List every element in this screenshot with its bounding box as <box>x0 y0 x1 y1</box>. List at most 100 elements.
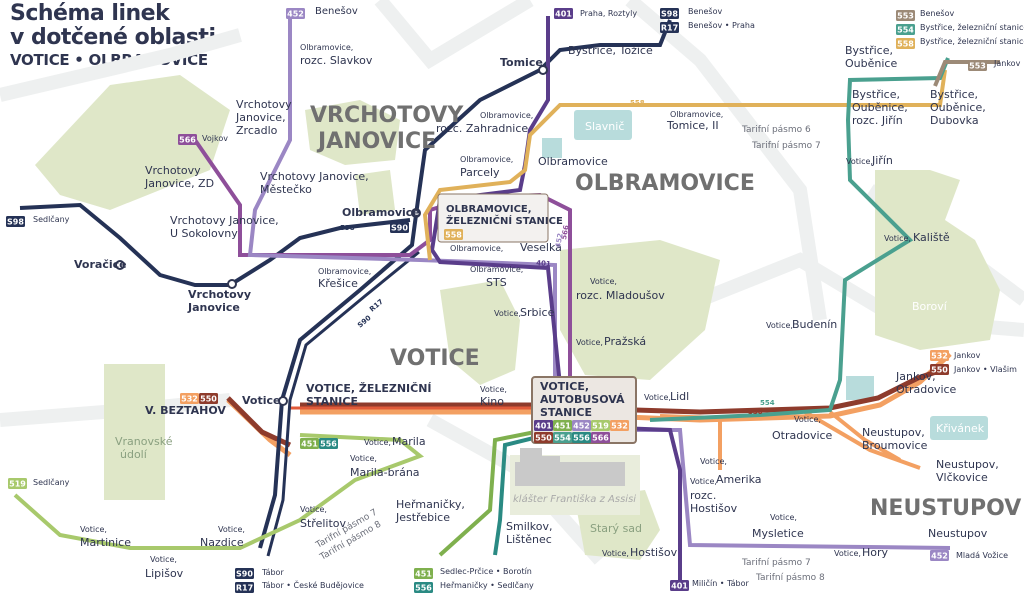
route-lines <box>13 16 1000 580</box>
line-519 <box>13 433 425 550</box>
forest-area-vj-town <box>305 100 400 165</box>
stop-tomice: Tomice <box>500 56 543 69</box>
stop-olbr-sts-small: Olbramovice, <box>470 265 523 274</box>
badge-b598-left: S98 <box>7 218 24 227</box>
stop-votice-martinice-small: Votice, <box>80 525 107 534</box>
badge-b590-olbr-bg <box>390 222 409 233</box>
stop-olbr-sts: STS <box>486 276 507 289</box>
stop-tomice-ii-small: Olbramovice, <box>670 110 723 119</box>
stop-votice-kino: Kino <box>480 395 504 408</box>
minor-area-labels: Slavnič Boroví Křivánek Vranovské údolí … <box>115 120 985 535</box>
map-title: Schéma linek v dotčené oblasti VOTICE • … <box>10 2 216 70</box>
badge-b590-olbr: S90 <box>391 224 408 233</box>
stop-tomice-ii: Tomice, II <box>666 119 719 132</box>
stop-pasmo6a: Tarifní pásmo 6 <box>741 125 811 135</box>
badge-b401-top: 401 <box>555 10 572 19</box>
badge-b590-bottom-bg <box>235 568 254 579</box>
stop-votice-marila: Marila <box>392 435 426 448</box>
stop-votice-hostisov: Hostišov <box>630 546 678 559</box>
stop-olbr-zel-stanice: OLBRAMOVICE,ŽELEZNIČNÍ STANICE <box>446 204 563 227</box>
stop-votice-otradovice: Otradovice <box>772 429 833 442</box>
badge-bs554-bg <box>553 432 572 443</box>
badge-bs519: 519 <box>592 422 609 431</box>
line-598 <box>19 202 411 287</box>
forest-area-vranovske <box>104 364 165 500</box>
stop-olbr-slavkov-small: Olbramovice, <box>300 43 353 52</box>
stop-olbr-parcely: Parcely <box>460 166 500 179</box>
route-label-l598-a: 598 <box>340 224 355 232</box>
badge-b558-leg-bg <box>896 38 915 49</box>
stop-votice-budenin-small: Votice, <box>766 321 793 330</box>
badge-b550-right: 550 <box>931 366 948 375</box>
badge-b17-top-bg <box>660 22 679 33</box>
line-451 <box>438 426 556 557</box>
pond-krivanek <box>930 416 988 440</box>
stop-votice-amerika: Amerika <box>716 473 762 486</box>
badge-b519-left-bg <box>8 478 27 489</box>
badge-b598-left-bg <box>6 216 25 227</box>
stop-sedlcany-reice-borotin: Sedlec-Prčice • Borotín <box>440 566 532 576</box>
badge-b556-marila-bg <box>319 438 338 449</box>
stop-votice-mladousov: rozc. Mladoušov <box>576 289 665 302</box>
badge-b598-top: S98 <box>661 10 678 19</box>
stop-votice-hostisov-rozc: rozc.Hostišov <box>690 489 738 515</box>
stop-votice-amerika-small: Votice, <box>700 457 727 466</box>
stop-votice-mysletice: Mysletice <box>752 527 804 540</box>
stop-votice-nazdice: Nazdice <box>200 536 244 549</box>
badge-b17-bottom-bg <box>235 582 254 593</box>
stop-jankov-553: Jankov <box>993 59 1021 68</box>
area-labels: VRCHOTOVY JANOVICE OLBRAMOVICE VOTICE NE… <box>310 103 1021 521</box>
badge-bs452-bg <box>572 420 591 431</box>
stop-bystrice-tozice: Bystřice, Tožice <box>568 44 653 57</box>
station-markers <box>115 65 548 406</box>
badge-bs556-bg <box>572 432 591 443</box>
stop-votice-lipisov-small: Votice, <box>150 555 177 564</box>
stop-votice-otradovice-small: Votice, <box>794 415 821 424</box>
badge-b451-marila: 451 <box>301 440 318 449</box>
badge-b566-left: 566 <box>179 136 196 145</box>
stop-olbr-krese-small: Olbramovice, <box>318 267 371 276</box>
badge-b532-right: 532 <box>931 352 948 361</box>
badge-bs532: 532 <box>611 422 628 431</box>
area-label-vj-2: JANOVICE <box>316 129 436 154</box>
stop-votice-jirin: Jiřín <box>871 154 893 167</box>
area-label-olbramovice: OLBRAMOVICE <box>575 171 755 196</box>
badge-bs532-bg <box>610 420 629 431</box>
stop-milcin-tabor: Miličín • Tábor <box>692 578 750 588</box>
badge-b17-bottom: R17 <box>236 584 253 593</box>
stop-votice-hory-small: Votice, <box>834 549 861 558</box>
stop-jankov-vlasim: Jankov • Vlašim <box>953 364 1017 374</box>
badge-b553-jankov: 553 <box>969 62 986 71</box>
route-label-l17-a: R17 <box>368 298 385 314</box>
stop-votice-lidl-small: Votice, <box>644 393 671 402</box>
stop-jankov-532: Jankov <box>953 351 981 360</box>
stop-olbr-parcely-small: Olbramovice, <box>460 155 513 164</box>
stop-votice-lipisov: Lipišov <box>145 567 184 580</box>
stop-votice-station: Votice <box>242 394 280 407</box>
forest-area-votice-north <box>440 280 520 385</box>
pond-east <box>846 376 874 400</box>
area-label-vj-1: VRCHOTOVY <box>310 103 464 128</box>
stop-votice-martinice: Martinice <box>80 536 131 549</box>
stop-legend-554: Bystřice, železniční stanice <box>920 22 1024 32</box>
stop-votice-prazska: Pražská <box>604 335 646 348</box>
stop-votice-marila-small: Votice, <box>364 438 391 447</box>
stop-sedlcany-519: Sedlčany <box>33 477 70 487</box>
stop-v-beztahov: V. BEZTAHOV <box>145 404 226 417</box>
stop-votice-kaliste-small: Votice, <box>884 234 911 243</box>
stop-votice-strelitov: Střelitov <box>300 517 346 530</box>
badge-b519-left: 519 <box>9 480 26 489</box>
badge-bs554: 554 <box>554 434 571 443</box>
badge-bs451-bg <box>553 420 572 431</box>
badge-b401-top-bg <box>554 8 573 19</box>
stop-tabor-s90: Tábor <box>261 568 284 577</box>
badge-bs452: 452 <box>573 422 590 431</box>
badge-b401-bottom-bg <box>670 580 689 591</box>
badge-bs451: 451 <box>554 422 571 431</box>
badge-b556-marila: 556 <box>320 440 337 449</box>
line-554 <box>649 57 950 422</box>
badge-b590-bottom: S90 <box>236 570 253 579</box>
badge-b550-right-bg <box>930 364 949 375</box>
badge-b452-bottom: 452 <box>931 552 948 561</box>
